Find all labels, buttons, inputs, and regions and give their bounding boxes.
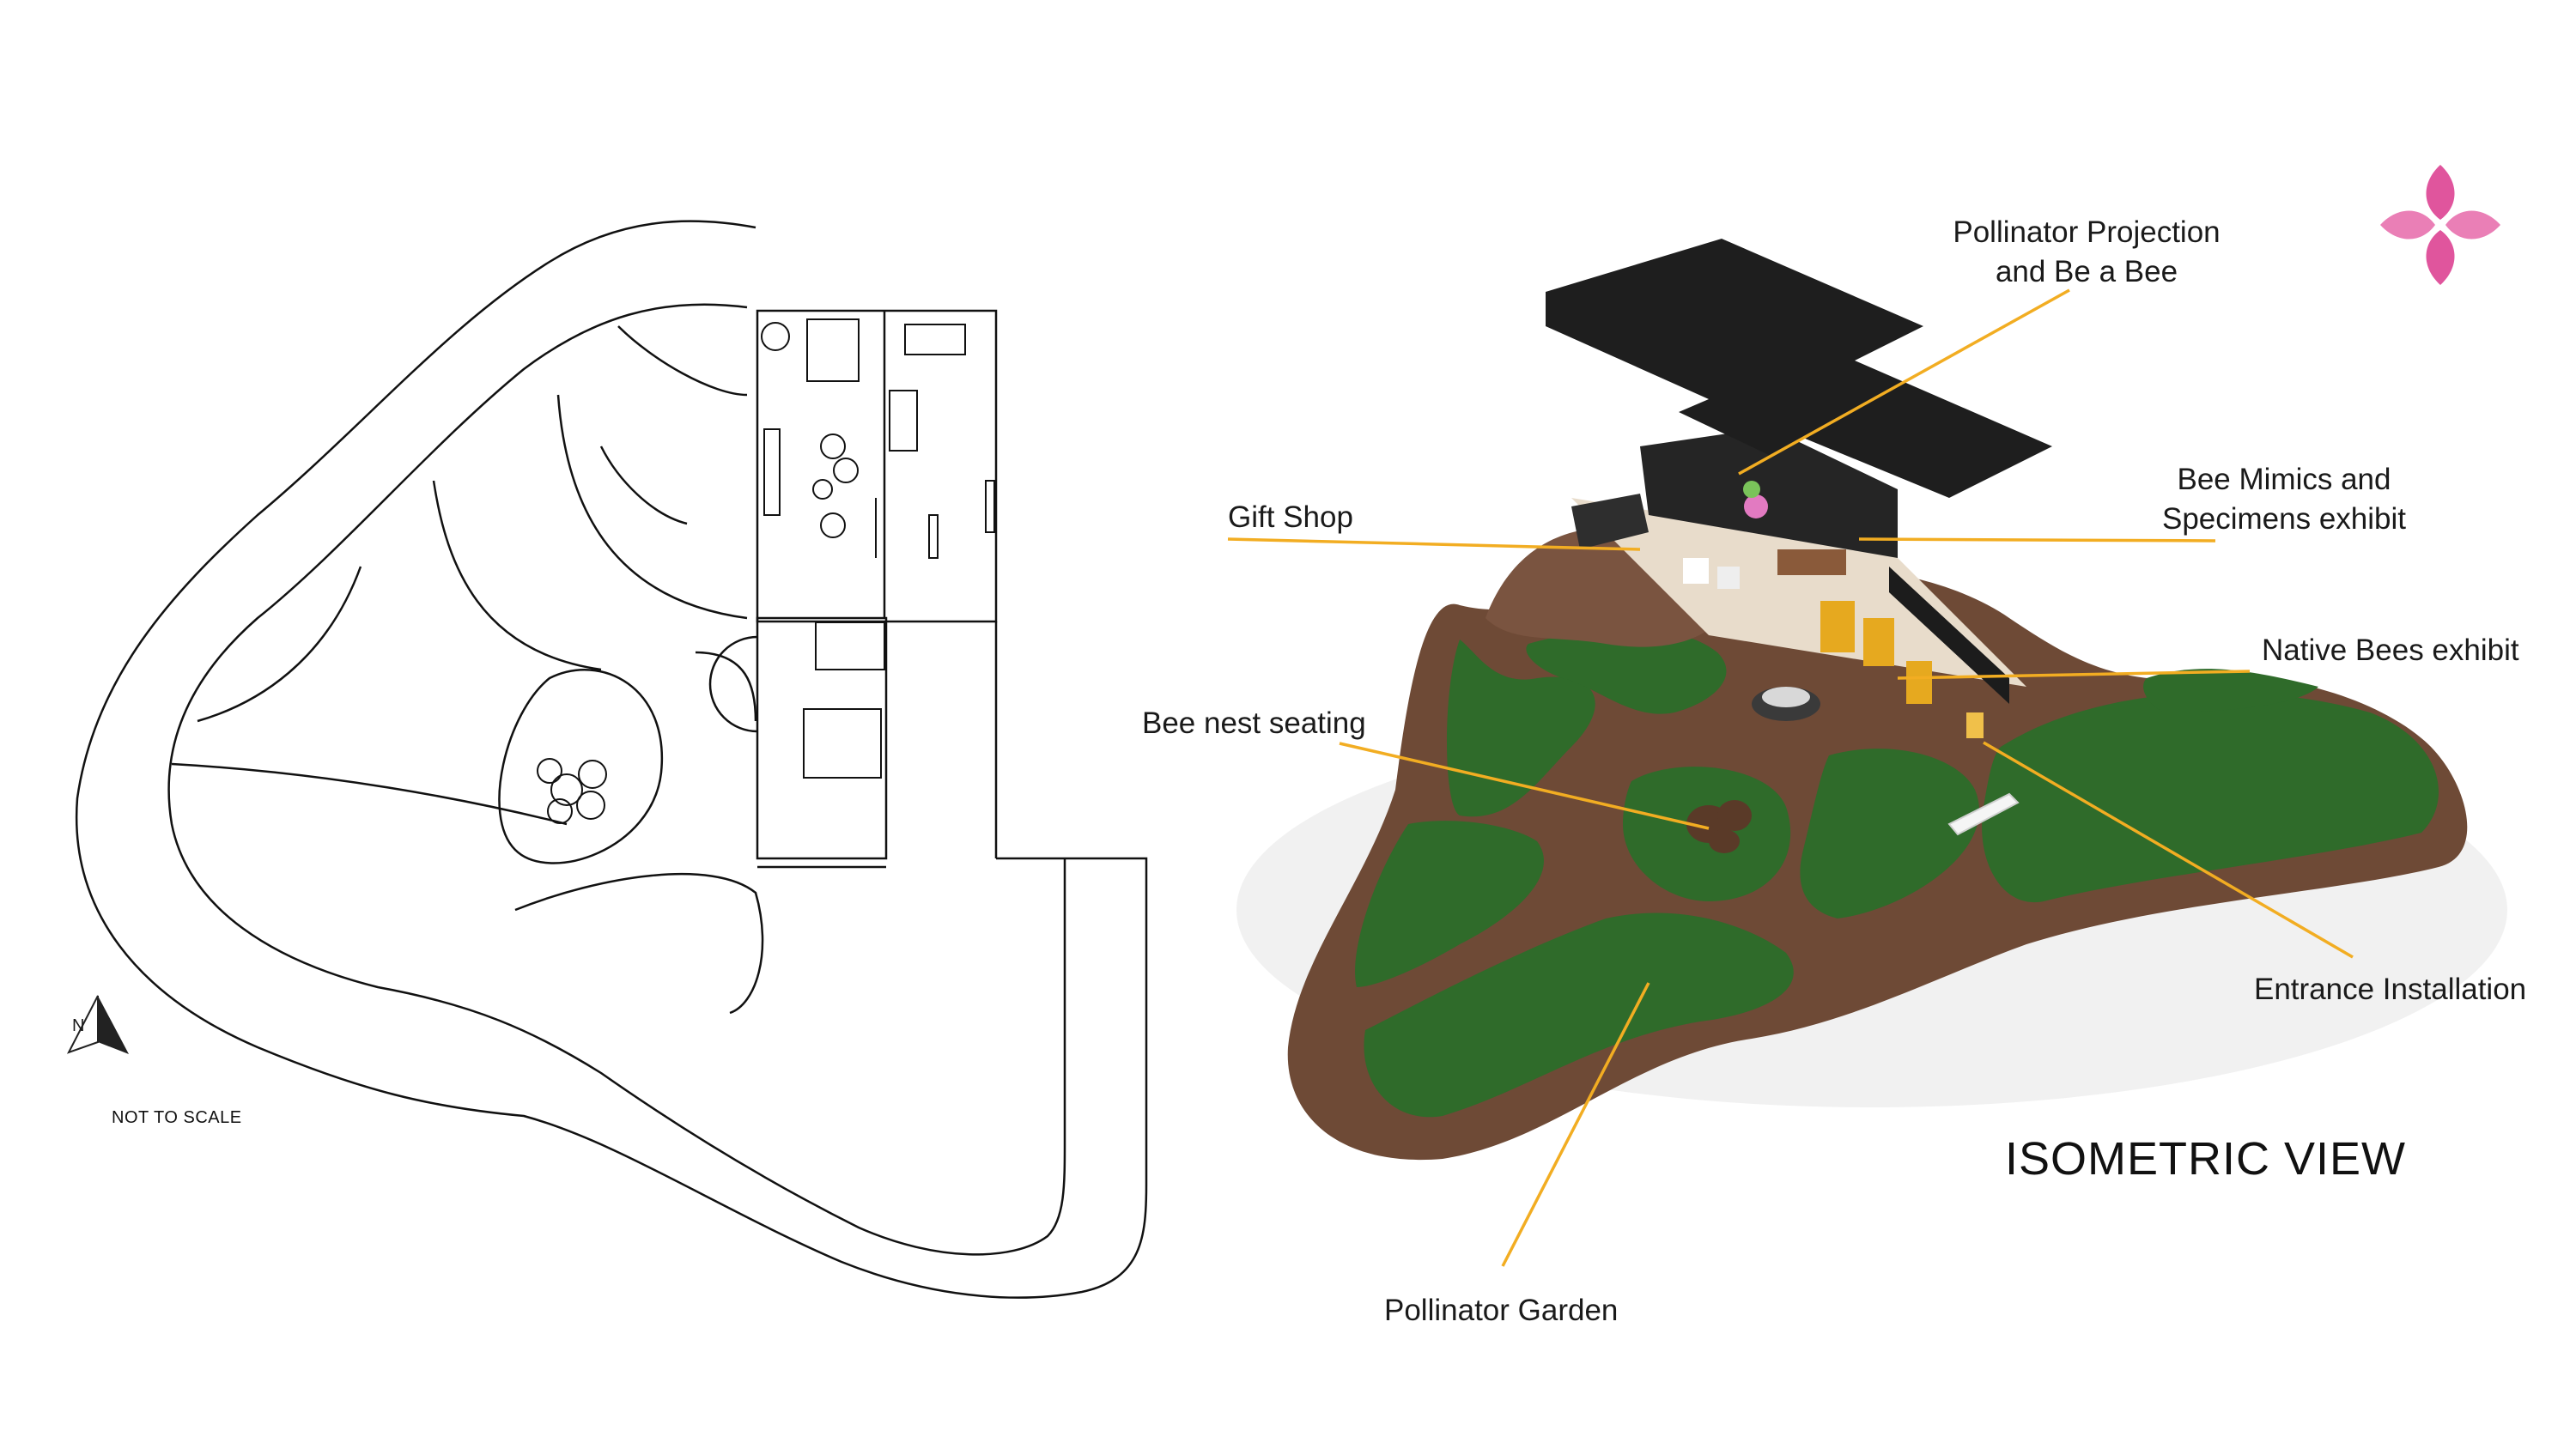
label-mimics-line2: Specimens exhibit — [2161, 502, 2407, 536]
label-mimics: Bee Mimics and Specimens exhibit — [2112, 460, 2456, 539]
bed-line-3 — [197, 566, 362, 723]
building-south-wing — [756, 616, 888, 860]
exhibit-fixtures — [1683, 481, 1984, 738]
building-front-wall — [1889, 567, 2009, 704]
bed-line-2 — [432, 480, 602, 671]
grass-bed-8 — [2143, 669, 2318, 712]
leader-garden — [1501, 982, 1650, 1267]
leader-mimics — [1858, 537, 2216, 543]
label-entrance-installation: Entrance Installation — [2254, 973, 2527, 1006]
site-outline — [75, 220, 1148, 1299]
bee-nest-domes — [1686, 800, 1752, 853]
seating-cluster — [537, 758, 607, 824]
label-projection-line1: Pollinator Projection — [1953, 215, 2221, 249]
label-native-bees: Native Bees exhibit — [2262, 634, 2519, 667]
island-bed — [498, 669, 664, 864]
label-mimics-line1: Bee Mimics and — [2177, 463, 2391, 496]
leader-native-bees — [1897, 670, 2251, 680]
isometric-view-title: ISOMETRIC VIEW — [2005, 1133, 2407, 1185]
leader-gift-shop — [1227, 537, 1641, 551]
isometric-model — [1236, 239, 2507, 1161]
grass-bed-6 — [1800, 749, 1980, 919]
label-projection: Pollinator Projection and Be a Bee — [1889, 213, 2284, 292]
interior-fixtures — [761, 318, 995, 779]
grass-bed-1 — [1447, 640, 1595, 817]
north-letter: N — [72, 1016, 85, 1035]
grass-bed-5 — [1364, 912, 1794, 1118]
building-floor — [1571, 498, 2026, 687]
leader-entrance — [1983, 741, 2354, 959]
path-inner-edge — [167, 303, 1066, 1256]
bed-line-6 — [599, 446, 688, 525]
grass-bed-2 — [1526, 628, 1727, 714]
flower-logo-icon — [2380, 165, 2500, 285]
leader-projection — [1738, 288, 2070, 476]
grass-bed-4 — [1355, 821, 1544, 987]
north-arrow-icon — [66, 995, 129, 1054]
bed-line-1 — [556, 394, 748, 620]
building-side-wall — [1571, 494, 1649, 549]
bed-line-4 — [171, 762, 568, 826]
entry-pod-top — [1762, 687, 1810, 707]
bed-lower-1 — [514, 872, 764, 1015]
label-bee-nest-seating: Bee nest seating — [1142, 706, 1366, 740]
floor-plan — [66, 220, 1148, 1299]
label-gift-shop: Gift Shop — [1228, 500, 1353, 534]
scale-note: NOT TO SCALE — [112, 1108, 242, 1127]
building-north-wing — [756, 309, 998, 623]
bed-line-5 — [617, 325, 748, 397]
label-projection-line2: and Be a Bee — [1995, 255, 2178, 288]
bed-lower-2 — [695, 651, 757, 722]
roof-slab — [1546, 239, 2052, 498]
leader-bee-nest — [1339, 742, 1710, 830]
entry-semicircle — [708, 635, 758, 733]
grass-bed-7 — [1982, 692, 2439, 903]
leader-lines — [1227, 288, 2354, 1267]
building-back-wall — [1640, 427, 1898, 558]
label-pollinator-garden: Pollinator Garden — [1384, 1294, 1619, 1327]
entrance-bench — [1947, 792, 2020, 836]
